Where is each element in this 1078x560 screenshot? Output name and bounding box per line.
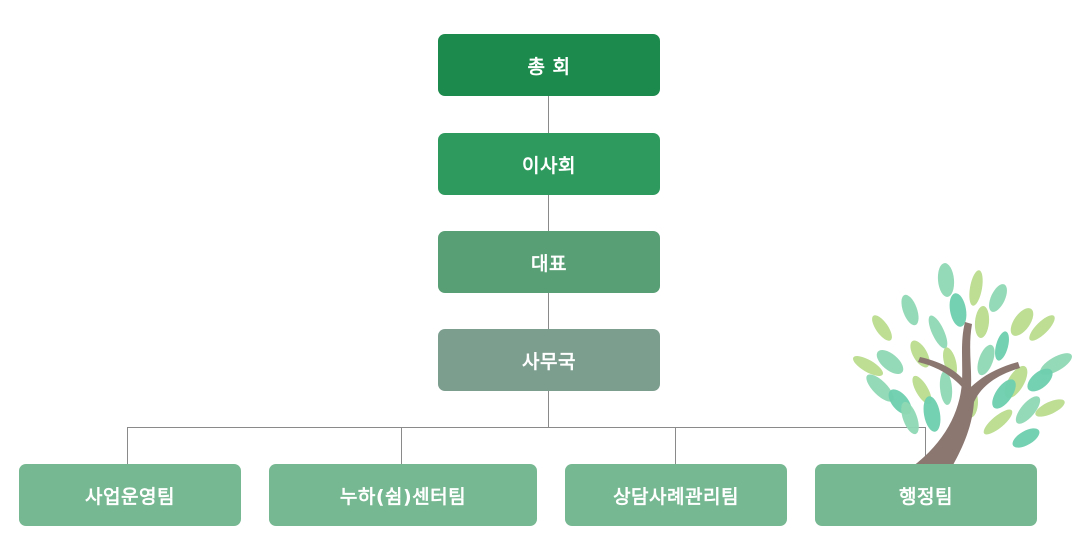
tree-leaf xyxy=(949,293,967,327)
connector-2-3 xyxy=(548,195,549,231)
tree-leaf xyxy=(901,401,919,435)
tree-leaf xyxy=(866,374,894,402)
node-label: 상담사례관리팀 xyxy=(613,485,739,508)
tree-leaf xyxy=(912,375,932,405)
connector-bus-team-1 xyxy=(127,427,128,464)
node-secretariat: 사무국 xyxy=(438,329,660,391)
tree-leaf xyxy=(1010,308,1034,336)
node-label: 사업운영팀 xyxy=(85,485,175,508)
tree-leaf xyxy=(876,350,904,374)
connector-3-4 xyxy=(548,293,549,329)
tree-leaf xyxy=(983,409,1013,435)
tree-leaf xyxy=(989,284,1007,312)
tree-leaf xyxy=(1012,428,1040,448)
node-label: 대표 xyxy=(531,252,567,275)
team-bus-line xyxy=(127,427,926,428)
tree-leaf xyxy=(939,371,953,405)
node-team-business-operations: 사업운영팀 xyxy=(19,464,241,526)
node-board-of-directors: 이사회 xyxy=(438,133,660,195)
tree-leaf xyxy=(1035,399,1065,417)
tree-leaf xyxy=(852,356,884,376)
tree-leaf xyxy=(901,294,919,326)
tree-icon xyxy=(852,263,1072,467)
node-team-counseling-case-management: 상담사례관리팀 xyxy=(565,464,787,526)
tree-leaf xyxy=(937,263,955,297)
connector-bus-team-4 xyxy=(925,427,926,464)
tree-leaf xyxy=(928,315,948,349)
tree-leaf xyxy=(1027,368,1053,392)
node-representative: 대표 xyxy=(438,231,660,293)
node-general-assembly: 총 회 xyxy=(438,34,660,96)
tree-leaf xyxy=(977,344,995,376)
node-label: 사무국 xyxy=(522,350,576,373)
tree-leaf xyxy=(872,315,892,341)
node-label: 행정팀 xyxy=(899,485,953,508)
node-team-nuha-center: 누하(쉼)센터팀 xyxy=(269,464,537,526)
tree-leaf xyxy=(974,306,990,338)
node-team-administration: 행정팀 xyxy=(815,464,1037,526)
tree-leaf xyxy=(992,379,1016,409)
node-label: 이사회 xyxy=(522,154,576,177)
connector-bus-team-2 xyxy=(401,427,402,464)
tree-leaf xyxy=(1029,315,1055,341)
tree-leaf xyxy=(923,396,941,432)
tree-leaf xyxy=(969,270,983,306)
connector-bus-team-3 xyxy=(675,427,676,464)
tree-leaf xyxy=(910,340,930,368)
tree-leaf xyxy=(1015,396,1041,424)
connector-1-2 xyxy=(548,96,549,133)
connector-4-bus xyxy=(548,391,549,427)
node-label: 누하(쉼)센터팀 xyxy=(339,485,467,508)
node-label: 총 회 xyxy=(527,55,571,78)
tree-leaf xyxy=(995,331,1009,361)
